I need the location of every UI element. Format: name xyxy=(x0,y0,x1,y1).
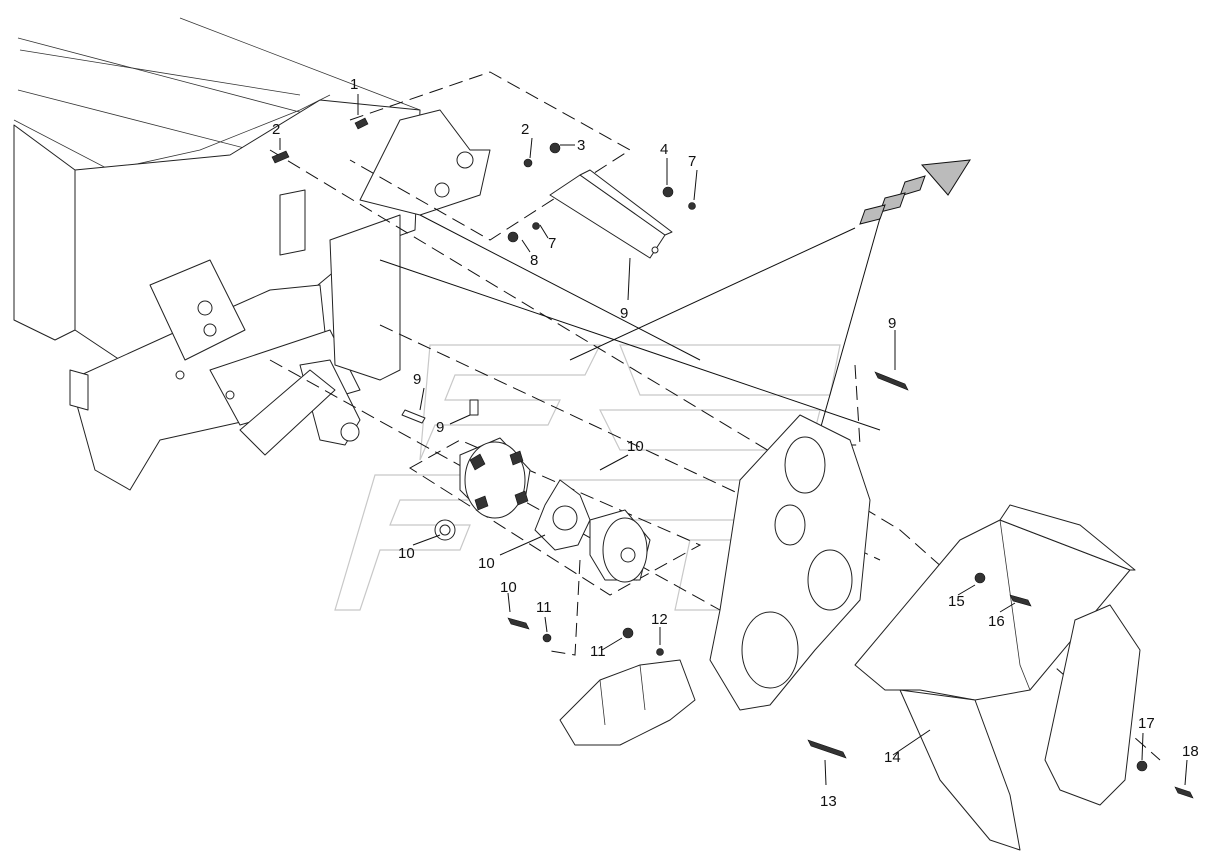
coupling-assembly xyxy=(401,399,651,583)
callout-10: 12 xyxy=(651,611,668,628)
callout-13: 10 xyxy=(500,579,517,596)
callout-9: 4 xyxy=(660,141,668,158)
callout-17: 9 xyxy=(413,371,421,388)
callout-10: 7 xyxy=(688,153,696,170)
callout-2: 15 xyxy=(948,593,965,610)
callout-7: 13 xyxy=(820,793,837,810)
callout-8: 9 xyxy=(620,305,628,322)
callout-1: 14 xyxy=(884,749,901,766)
callout-9: 8 xyxy=(530,252,538,269)
callout-7: 9 xyxy=(888,315,896,332)
callout-labels: 1 2 2 3 4 7 7 8 9 9 9 9 10 10 10 10 11 1… xyxy=(272,76,1199,810)
callout-11: 1 xyxy=(350,76,358,93)
callout-9: 11 xyxy=(590,643,606,660)
part-8-bracket xyxy=(549,169,673,259)
callout-14: 10 xyxy=(478,555,495,572)
callout-18: 10 xyxy=(627,438,644,455)
callout-11: 2 xyxy=(272,121,280,138)
callout-2: 17 xyxy=(1138,715,1155,732)
callout-16: 9 xyxy=(436,419,444,436)
part-1-guard xyxy=(854,504,1141,851)
flange-plate xyxy=(709,414,871,711)
callout-12: 11 xyxy=(536,599,552,616)
fasteners xyxy=(271,117,1194,799)
callout-15: 10 xyxy=(398,545,415,562)
direction-arrow xyxy=(569,159,971,431)
callout-leaders xyxy=(279,94,1188,786)
lower-bracket xyxy=(559,659,696,746)
machine-frame xyxy=(13,17,491,491)
callout-9: 3 xyxy=(577,137,585,154)
callout-10: 7 xyxy=(548,235,556,252)
callout-3: 16 xyxy=(988,613,1005,630)
callout-10: 2 xyxy=(521,121,529,138)
callout-4: 18 xyxy=(1182,743,1199,760)
